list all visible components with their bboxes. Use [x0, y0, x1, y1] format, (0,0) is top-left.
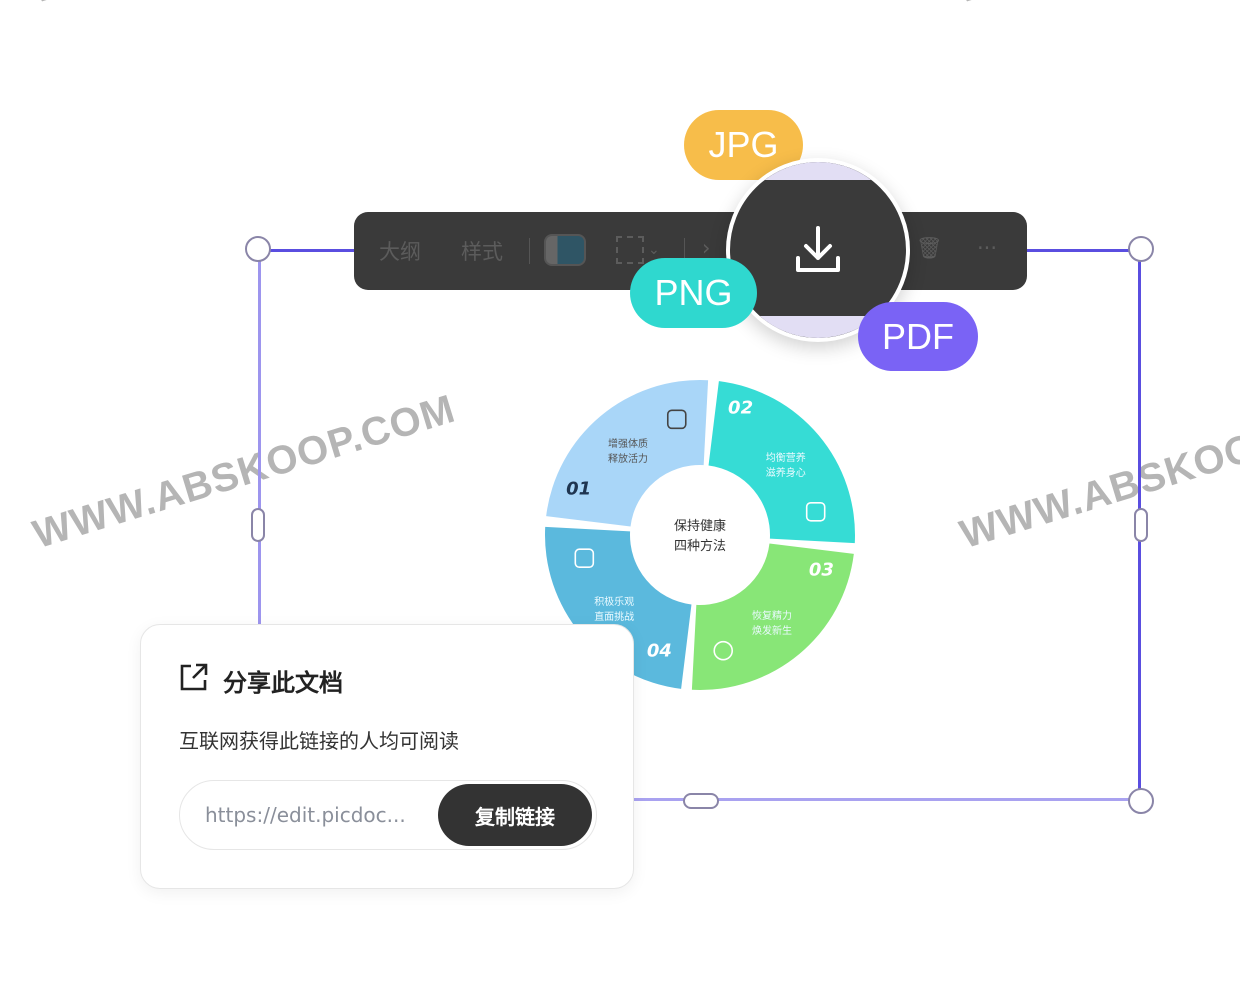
- center-line-1: 保持健康: [674, 518, 726, 534]
- segment-label: 滋养身心: [766, 466, 806, 479]
- segment-label: 均衡营养: [766, 451, 806, 464]
- navigate-icon: [713, 640, 734, 661]
- chevron-down-icon[interactable]: ⌄: [648, 242, 660, 258]
- share-title: 分享此文档: [223, 669, 343, 697]
- segment-number: 01: [566, 478, 591, 499]
- segment-number: 03: [809, 560, 834, 581]
- resize-handle-right[interactable]: [1134, 508, 1148, 542]
- png-format-badge[interactable]: PNG: [630, 258, 757, 328]
- copy-link-button[interactable]: 复制链接: [438, 784, 592, 846]
- scale-icon: [574, 548, 595, 569]
- trash-icon[interactable]: 🗑: [916, 236, 943, 260]
- pdf-format-badge[interactable]: PDF: [858, 302, 978, 371]
- center-line-2: 四种方法: [674, 538, 726, 554]
- link-field: https://edit.picdoc... 复制链接: [179, 780, 597, 850]
- resize-handle-bottom-right[interactable]: [1128, 788, 1154, 814]
- screen-icon: [805, 501, 826, 522]
- segment-label: 直面挑战: [594, 610, 634, 623]
- cloud-icon: [666, 409, 687, 430]
- watermark: WWW.ABSKOOP.COM: [25, 0, 458, 13]
- segment-label: 释放活力: [608, 452, 648, 465]
- color-swatch-button[interactable]: [544, 234, 586, 266]
- more-button[interactable]: ···: [977, 236, 998, 260]
- style-button[interactable]: 样式: [461, 240, 503, 264]
- resize-handle-left[interactable]: [251, 508, 265, 542]
- link-url[interactable]: https://edit.picdoc...: [205, 803, 406, 827]
- segment-label: 增强体质: [608, 437, 648, 450]
- crop-icon[interactable]: [616, 236, 644, 264]
- segment-number: 04: [647, 640, 672, 661]
- segment-number: 02: [728, 398, 753, 419]
- resize-handle-bottom[interactable]: [683, 793, 719, 809]
- outline-button[interactable]: 大纲: [379, 240, 421, 264]
- download-icon: [796, 226, 840, 272]
- divider: [529, 238, 530, 264]
- resize-handle-top-right[interactable]: [1128, 236, 1154, 262]
- segment-label: 焕发新生: [752, 624, 792, 637]
- resize-handle-top-left[interactable]: [245, 236, 271, 262]
- share-dialog: 分享此文档 互联网获得此链接的人均可阅读 https://edit.picdoc…: [140, 624, 634, 889]
- divider: [684, 238, 685, 264]
- segment-label: 积极乐观: [594, 595, 634, 608]
- segment-label: 恢复精力: [752, 609, 792, 622]
- watermark: WWW.ABSKOOP.COM: [950, 0, 1240, 13]
- chevron-right-icon[interactable]: ›: [702, 236, 711, 260]
- share-description: 互联网获得此链接的人均可阅读: [179, 729, 459, 753]
- share-icon: [180, 663, 208, 691]
